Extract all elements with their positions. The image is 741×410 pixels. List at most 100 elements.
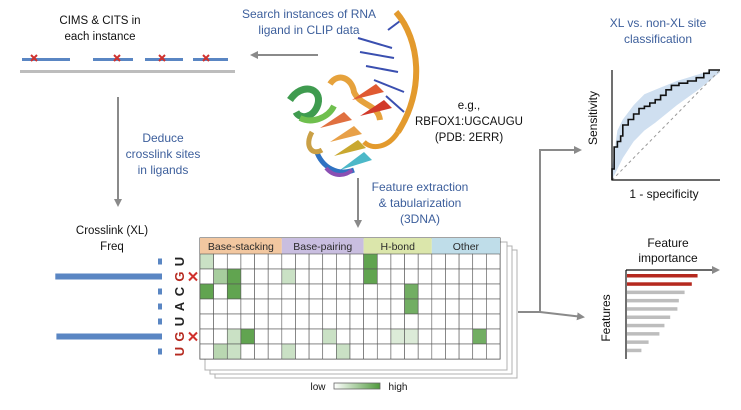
heatmap-cell: [486, 283, 501, 300]
read-bar: [22, 58, 70, 61]
heatmap-cell: [431, 313, 446, 330]
heatmap-cell: [336, 253, 351, 270]
sequence-letter: G: [172, 331, 187, 341]
heatmap-cell: [295, 343, 310, 360]
heatmap-cell: [445, 298, 460, 315]
heatmap-cell: [390, 343, 405, 360]
heatmap-cell: [390, 328, 405, 345]
roc-plot: [611, 69, 721, 181]
crosslink-mark: [202, 54, 210, 62]
xl-freq-bar: [158, 303, 162, 310]
heatmap-cell: [281, 253, 296, 270]
crosslink-mark: [188, 331, 198, 342]
heatmap-cell: [472, 283, 487, 300]
xl-freq-bar: [55, 273, 162, 280]
heatmap-cell: [254, 328, 269, 345]
feature-importance-bar: [627, 340, 649, 344]
heatmap-cell: [363, 298, 378, 315]
legend-gradient-bar: [333, 382, 381, 390]
read-bar: [93, 58, 133, 61]
heatmap-cell: [349, 253, 364, 270]
heatmap-cell: [486, 298, 501, 315]
heatmap-cell: [445, 343, 460, 360]
sequence-letter: G: [172, 271, 187, 281]
feature-importance-bar: [627, 307, 678, 311]
heatmap-cell: [281, 328, 296, 345]
heatmap-cell: [486, 328, 501, 345]
category-header-label: Base-stacking: [208, 241, 274, 253]
heatmap-cell: [281, 298, 296, 315]
category-header-label: H-bond: [381, 241, 416, 253]
heatmap-cell: [404, 253, 419, 270]
category-header-band: [281, 238, 364, 254]
xl-freq-bar: [158, 288, 162, 295]
crosslink-mark: [30, 54, 38, 62]
heatmap-cell: [308, 283, 324, 300]
heatmap-cell: [322, 328, 337, 345]
xl-freq-bar: [158, 258, 162, 265]
crosslink-mark: [188, 271, 198, 282]
heatmap-cell: [308, 298, 324, 315]
feature-importance-bar: [627, 348, 642, 353]
heatmap-cell: [486, 313, 501, 330]
heatmap-cell: [199, 328, 214, 345]
heatmap-cell: [254, 298, 269, 315]
heatmap-cell: [226, 283, 242, 300]
heatmap-cell: [281, 313, 296, 330]
heatmap-cell: [445, 253, 460, 270]
heatmap-cell: [349, 268, 364, 285]
xl-freq-bar: [158, 348, 162, 355]
heatmap-cell: [376, 253, 392, 270]
heatmap-cell: [199, 253, 214, 270]
heatmap-cell: [431, 283, 446, 300]
heatmap-cell: [404, 328, 419, 345]
heatmap-cell: [404, 343, 419, 360]
clip-reads-track: [20, 54, 235, 73]
heatmap-cell: [281, 283, 296, 300]
heatmap-cell: [472, 328, 487, 345]
deduce-label-line2: crosslink sites: [126, 147, 201, 161]
heatmap-cell: [295, 268, 310, 285]
sequence-letter: U: [172, 257, 187, 266]
feature-extraction-label-line3: (3DNA): [400, 212, 440, 226]
importance-label-line2: importance: [638, 251, 698, 265]
heatmap-cell: [445, 328, 460, 345]
heatmap-cell: [349, 283, 364, 300]
classification-label-line1: XL vs. non-XL site: [610, 16, 707, 30]
heatmap-cell: [376, 268, 392, 285]
heatmap-cell: [458, 313, 474, 330]
heatmap-cell: [322, 268, 337, 285]
heatmap-cell: [404, 298, 419, 315]
heatmap-cell: [390, 268, 405, 285]
heatmap-cell: [417, 313, 433, 330]
sequence-letter: U: [172, 317, 187, 326]
heatmap-cell: [431, 343, 446, 360]
example-label-line1: e.g.,: [458, 100, 480, 112]
heatmap-cell: [199, 313, 214, 330]
arrow-to-importance: [539, 311, 585, 321]
heatmap-cell: [445, 313, 460, 330]
heatmap-cell: [267, 328, 283, 345]
heatmap-cell: [267, 313, 283, 330]
feature-importance-bar: [627, 282, 692, 286]
heatmap-cell: [458, 343, 474, 360]
roc-diagonal: [611, 69, 721, 181]
heatmap-cell: [472, 268, 487, 285]
heatmap-cell: [431, 253, 446, 270]
heatmap-cell: [199, 343, 214, 360]
heatmap-cell: [376, 343, 392, 360]
heatmap-cell: [363, 343, 378, 360]
cims-cits-label-line1: CIMS & CITS in: [59, 15, 140, 27]
heatmap-cell: [404, 313, 419, 330]
feature-extraction-label-line1: Feature extraction: [372, 180, 469, 194]
heatmap-cell: [417, 298, 433, 315]
heatmap-cell: [417, 253, 433, 270]
heatmap-cell: [390, 283, 405, 300]
heatmap-cell: [226, 328, 242, 345]
heatmap-cell: [376, 283, 392, 300]
xl-freq-bar: [56, 333, 162, 340]
heatmap-cell: [213, 328, 228, 345]
heatmap-cell: [199, 283, 214, 300]
heatmap-cell: [349, 298, 364, 315]
